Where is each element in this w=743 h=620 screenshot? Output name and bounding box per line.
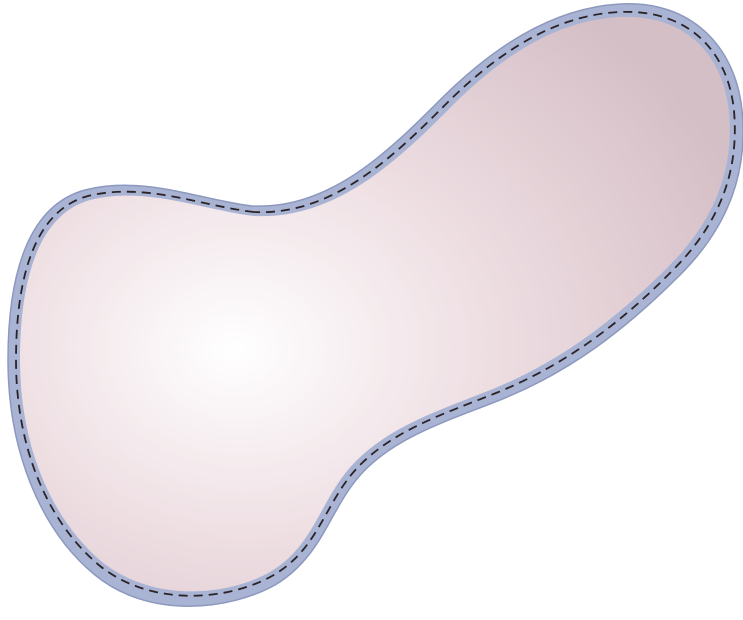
- blob-body: [20, 17, 730, 592]
